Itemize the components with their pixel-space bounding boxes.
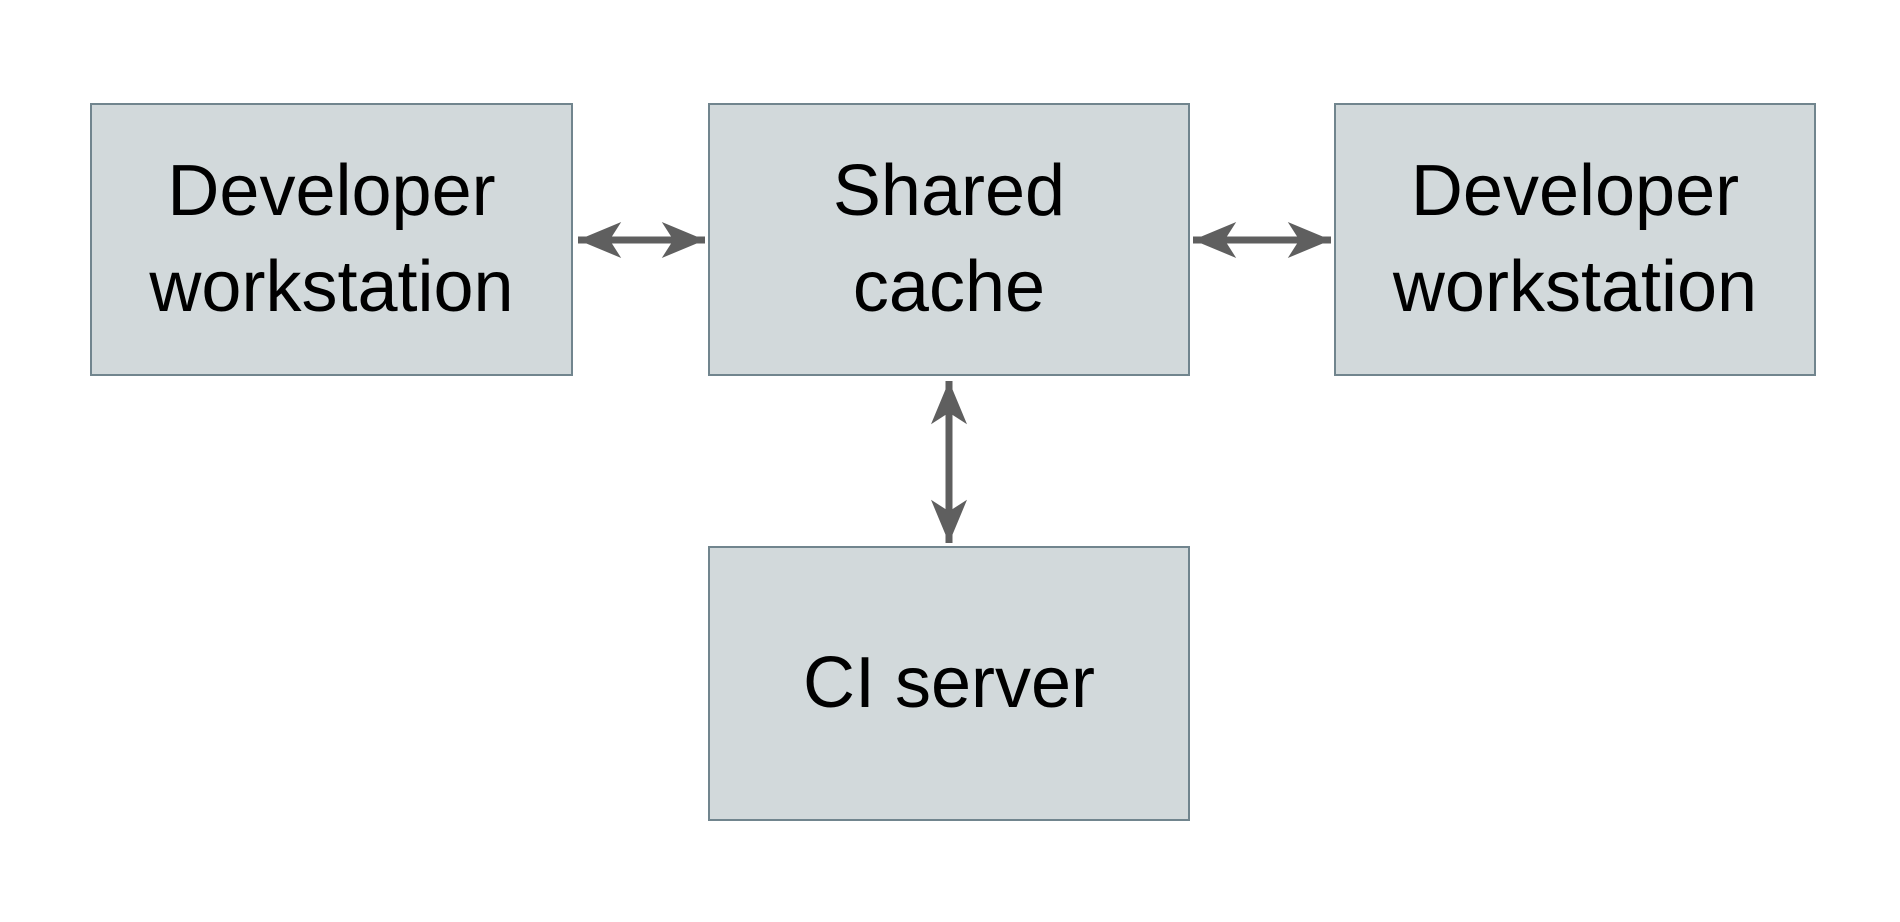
node-developer-workstation-right: Developer workstation: [1334, 103, 1816, 376]
node-label: CI server: [802, 642, 1096, 723]
node-ci-server: CI server: [708, 546, 1190, 821]
node-label: Shared cache: [832, 151, 1066, 327]
node-label: Developer workstation: [149, 151, 514, 327]
node-shared-cache: Shared cache: [708, 103, 1190, 376]
node-developer-workstation-left: Developer workstation: [90, 103, 573, 376]
node-label: Developer workstation: [1392, 151, 1758, 327]
